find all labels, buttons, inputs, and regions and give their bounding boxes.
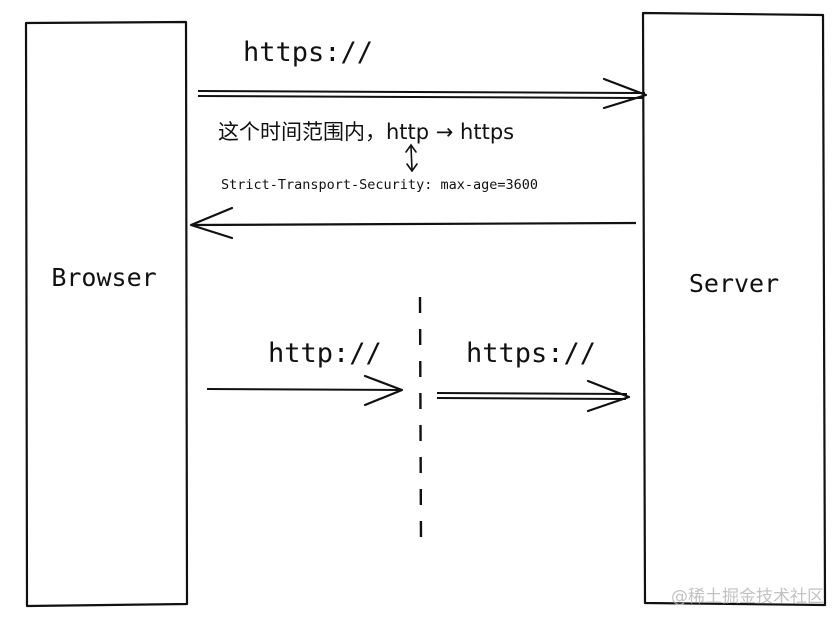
browser-label: Browser (51, 263, 156, 292)
watermark: @稀土掘金技术社区 (671, 587, 824, 607)
bottom-http-label: http:// (268, 338, 382, 369)
bottom-https-label: https:// (466, 338, 596, 369)
browser-box: Browser (24, 20, 189, 608)
top-https-label: https:// (243, 37, 373, 68)
https-upgraded-arrow (436, 379, 631, 413)
server-box: Server (641, 11, 827, 607)
hsts-header-label: Strict-Transport-Security: max-age=3600 (221, 177, 538, 193)
server-label: Server (689, 269, 779, 298)
double-arrow-icon (405, 143, 418, 173)
http-request-arrow (206, 374, 404, 407)
hsts-response-arrow (189, 206, 637, 240)
internal-redirect-divider (418, 296, 423, 546)
hsts-explain-label: 这个时间范围内，http → https (218, 120, 514, 144)
https-request-arrow (197, 77, 648, 110)
